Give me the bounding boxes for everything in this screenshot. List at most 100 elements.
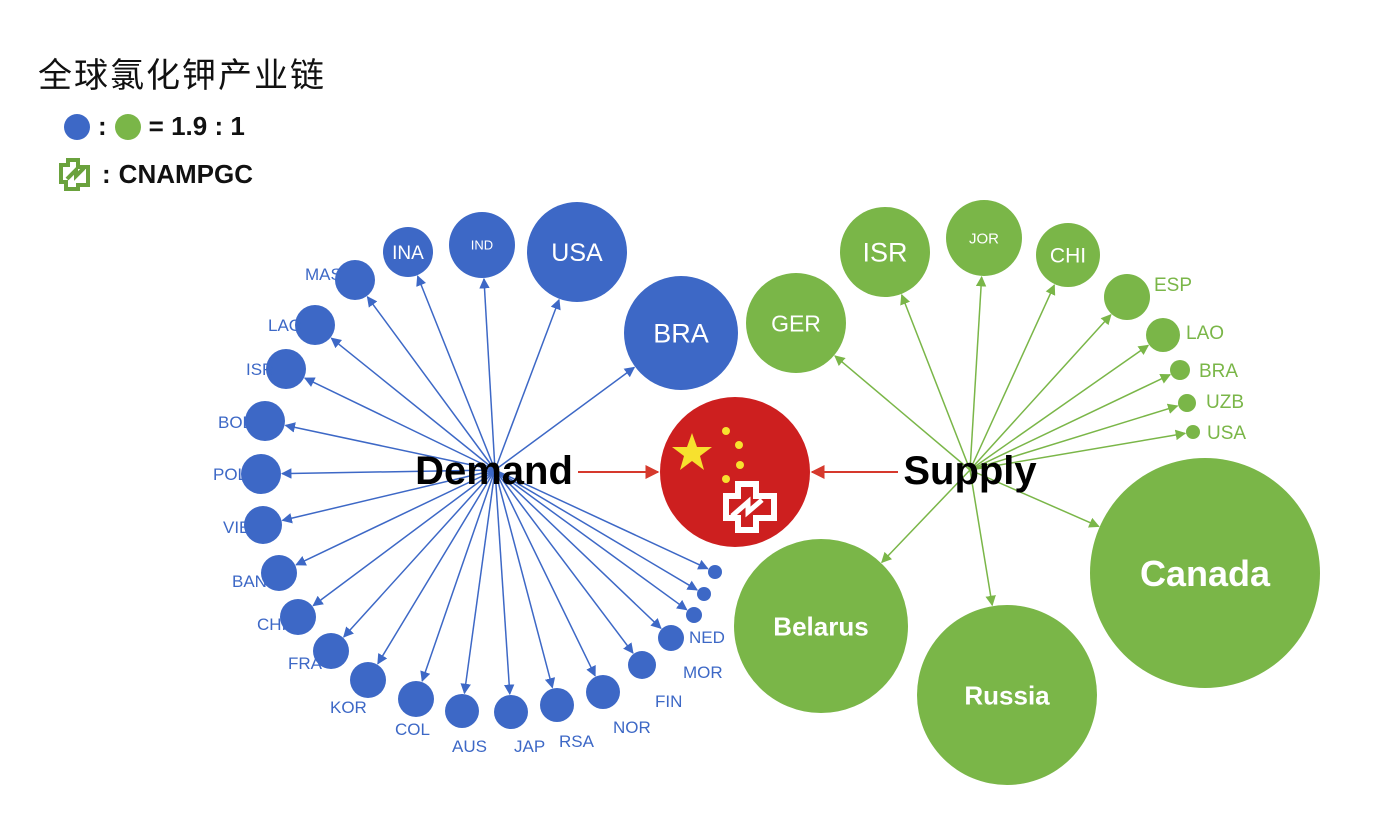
demand-node	[697, 587, 711, 601]
demand-node-nor	[586, 675, 620, 709]
supply-node-circle	[917, 605, 1097, 785]
demand-node-circle	[624, 276, 738, 390]
demand-node-label: BRA	[653, 319, 709, 349]
supply-node-bra	[1170, 360, 1190, 380]
demand-node-circle	[295, 305, 335, 345]
demand-link	[343, 469, 496, 638]
demand-link	[281, 469, 496, 524]
supply-node-circle	[1090, 458, 1320, 688]
demand-node-label: BAN	[232, 572, 267, 591]
demand-node-isr	[266, 349, 306, 389]
demand-node-label: MOR	[683, 663, 723, 682]
supply-link	[900, 293, 971, 471]
china-node	[578, 397, 898, 547]
supply-node-label: JOR	[969, 230, 999, 247]
supply-node-chi	[1036, 223, 1100, 287]
supply-node-isr	[840, 207, 930, 297]
supply-node-label: Belarus	[773, 611, 868, 641]
demand-node-ind	[449, 212, 515, 278]
demand-link	[494, 469, 709, 570]
demand-node-circle	[266, 349, 306, 389]
demand-node-circle	[383, 227, 433, 277]
demand-node-circle	[445, 694, 479, 728]
supply-node-circle	[946, 200, 1022, 276]
supply-node-canada	[1090, 458, 1320, 688]
demand-link	[460, 469, 496, 695]
demand-link	[312, 469, 496, 607]
demand-node-circle	[527, 202, 627, 302]
demand-node-aus	[445, 694, 479, 728]
demand-node-mas	[335, 260, 375, 300]
legend-logo-text: CNAMPGC	[118, 158, 254, 189]
supply-link	[969, 284, 1056, 471]
demand-node-label: ISR	[246, 360, 274, 379]
demand-node-label: IND	[471, 238, 493, 253]
demand-node-label: CHI	[257, 615, 286, 634]
demand-node-rsa	[540, 688, 574, 722]
demand-node-circle	[686, 607, 702, 623]
demand-node-chi	[280, 599, 316, 635]
demand-node-circle	[244, 506, 282, 544]
demand-link	[494, 469, 596, 677]
supply-node-jor	[946, 200, 1022, 276]
supply-link	[969, 344, 1150, 471]
small-stars-icon	[722, 427, 744, 483]
demand-link	[494, 469, 662, 630]
demand-node-label: FRA	[288, 654, 323, 673]
demand-node-circle	[540, 688, 574, 722]
demand-node-circle	[313, 633, 349, 669]
demand-node-vie	[244, 506, 282, 544]
demand-node	[708, 565, 722, 579]
demand-link	[494, 469, 699, 591]
demand-link	[420, 469, 496, 683]
page-title: 全球氯化钾产业链	[38, 56, 326, 96]
demand-node-label: NOR	[613, 718, 651, 737]
supply-node-label: Russia	[964, 680, 1050, 710]
demand-node-fin	[628, 651, 656, 679]
demand-link	[295, 469, 496, 566]
supply-node-esp	[1104, 274, 1150, 320]
demand-link	[330, 337, 496, 471]
supply-node-label: ESP	[1154, 275, 1192, 296]
demand-node-lao	[295, 305, 335, 345]
demand-node-label: FIN	[655, 692, 682, 711]
supply-node-label: UZB	[1206, 392, 1244, 413]
demand-node-circle	[280, 599, 316, 635]
demand-node-pol	[241, 454, 281, 494]
supply-link	[969, 403, 1179, 471]
supply-node-label: LAO	[1186, 323, 1224, 344]
legend-sep: :	[102, 158, 111, 189]
cnampgc-logo-icon	[723, 481, 777, 533]
supply-node-russia	[917, 605, 1097, 785]
demand-node-circle	[449, 212, 515, 278]
demand-node-usa	[527, 202, 627, 302]
demand-node-circle	[350, 662, 386, 698]
flag-star-icon	[672, 433, 712, 470]
supply-link	[969, 469, 1100, 528]
demand-node-circle	[628, 651, 656, 679]
supply-node-label: Canada	[1140, 553, 1271, 594]
demand-link	[479, 277, 496, 471]
demand-node-bra	[624, 276, 738, 390]
demand-node-circle	[658, 625, 684, 651]
supply-node-circle	[746, 273, 846, 373]
legend-logo: : CNAMPGC	[58, 157, 253, 191]
supply-node-label: CHI	[1050, 245, 1086, 268]
supply-node-label: BRA	[1199, 361, 1238, 382]
demand-link	[284, 422, 496, 471]
demand-node-label: INA	[392, 243, 424, 264]
demand-link	[280, 468, 496, 479]
supply-node-circle	[1104, 274, 1150, 320]
demand-node-label: AUS	[452, 737, 487, 756]
demand-node-label: RSA	[559, 732, 595, 751]
demand-link	[303, 377, 496, 471]
demand-link	[494, 469, 634, 654]
supply-node-ger	[746, 273, 846, 373]
supply-node-usa	[1186, 425, 1200, 439]
demand-link	[416, 275, 496, 471]
supply-node-circle	[1170, 360, 1190, 380]
blue-circle-icon	[64, 113, 90, 140]
supply-node-label: ISR	[862, 238, 907, 268]
demand-node-circle	[494, 695, 528, 729]
demand-link	[366, 296, 496, 471]
